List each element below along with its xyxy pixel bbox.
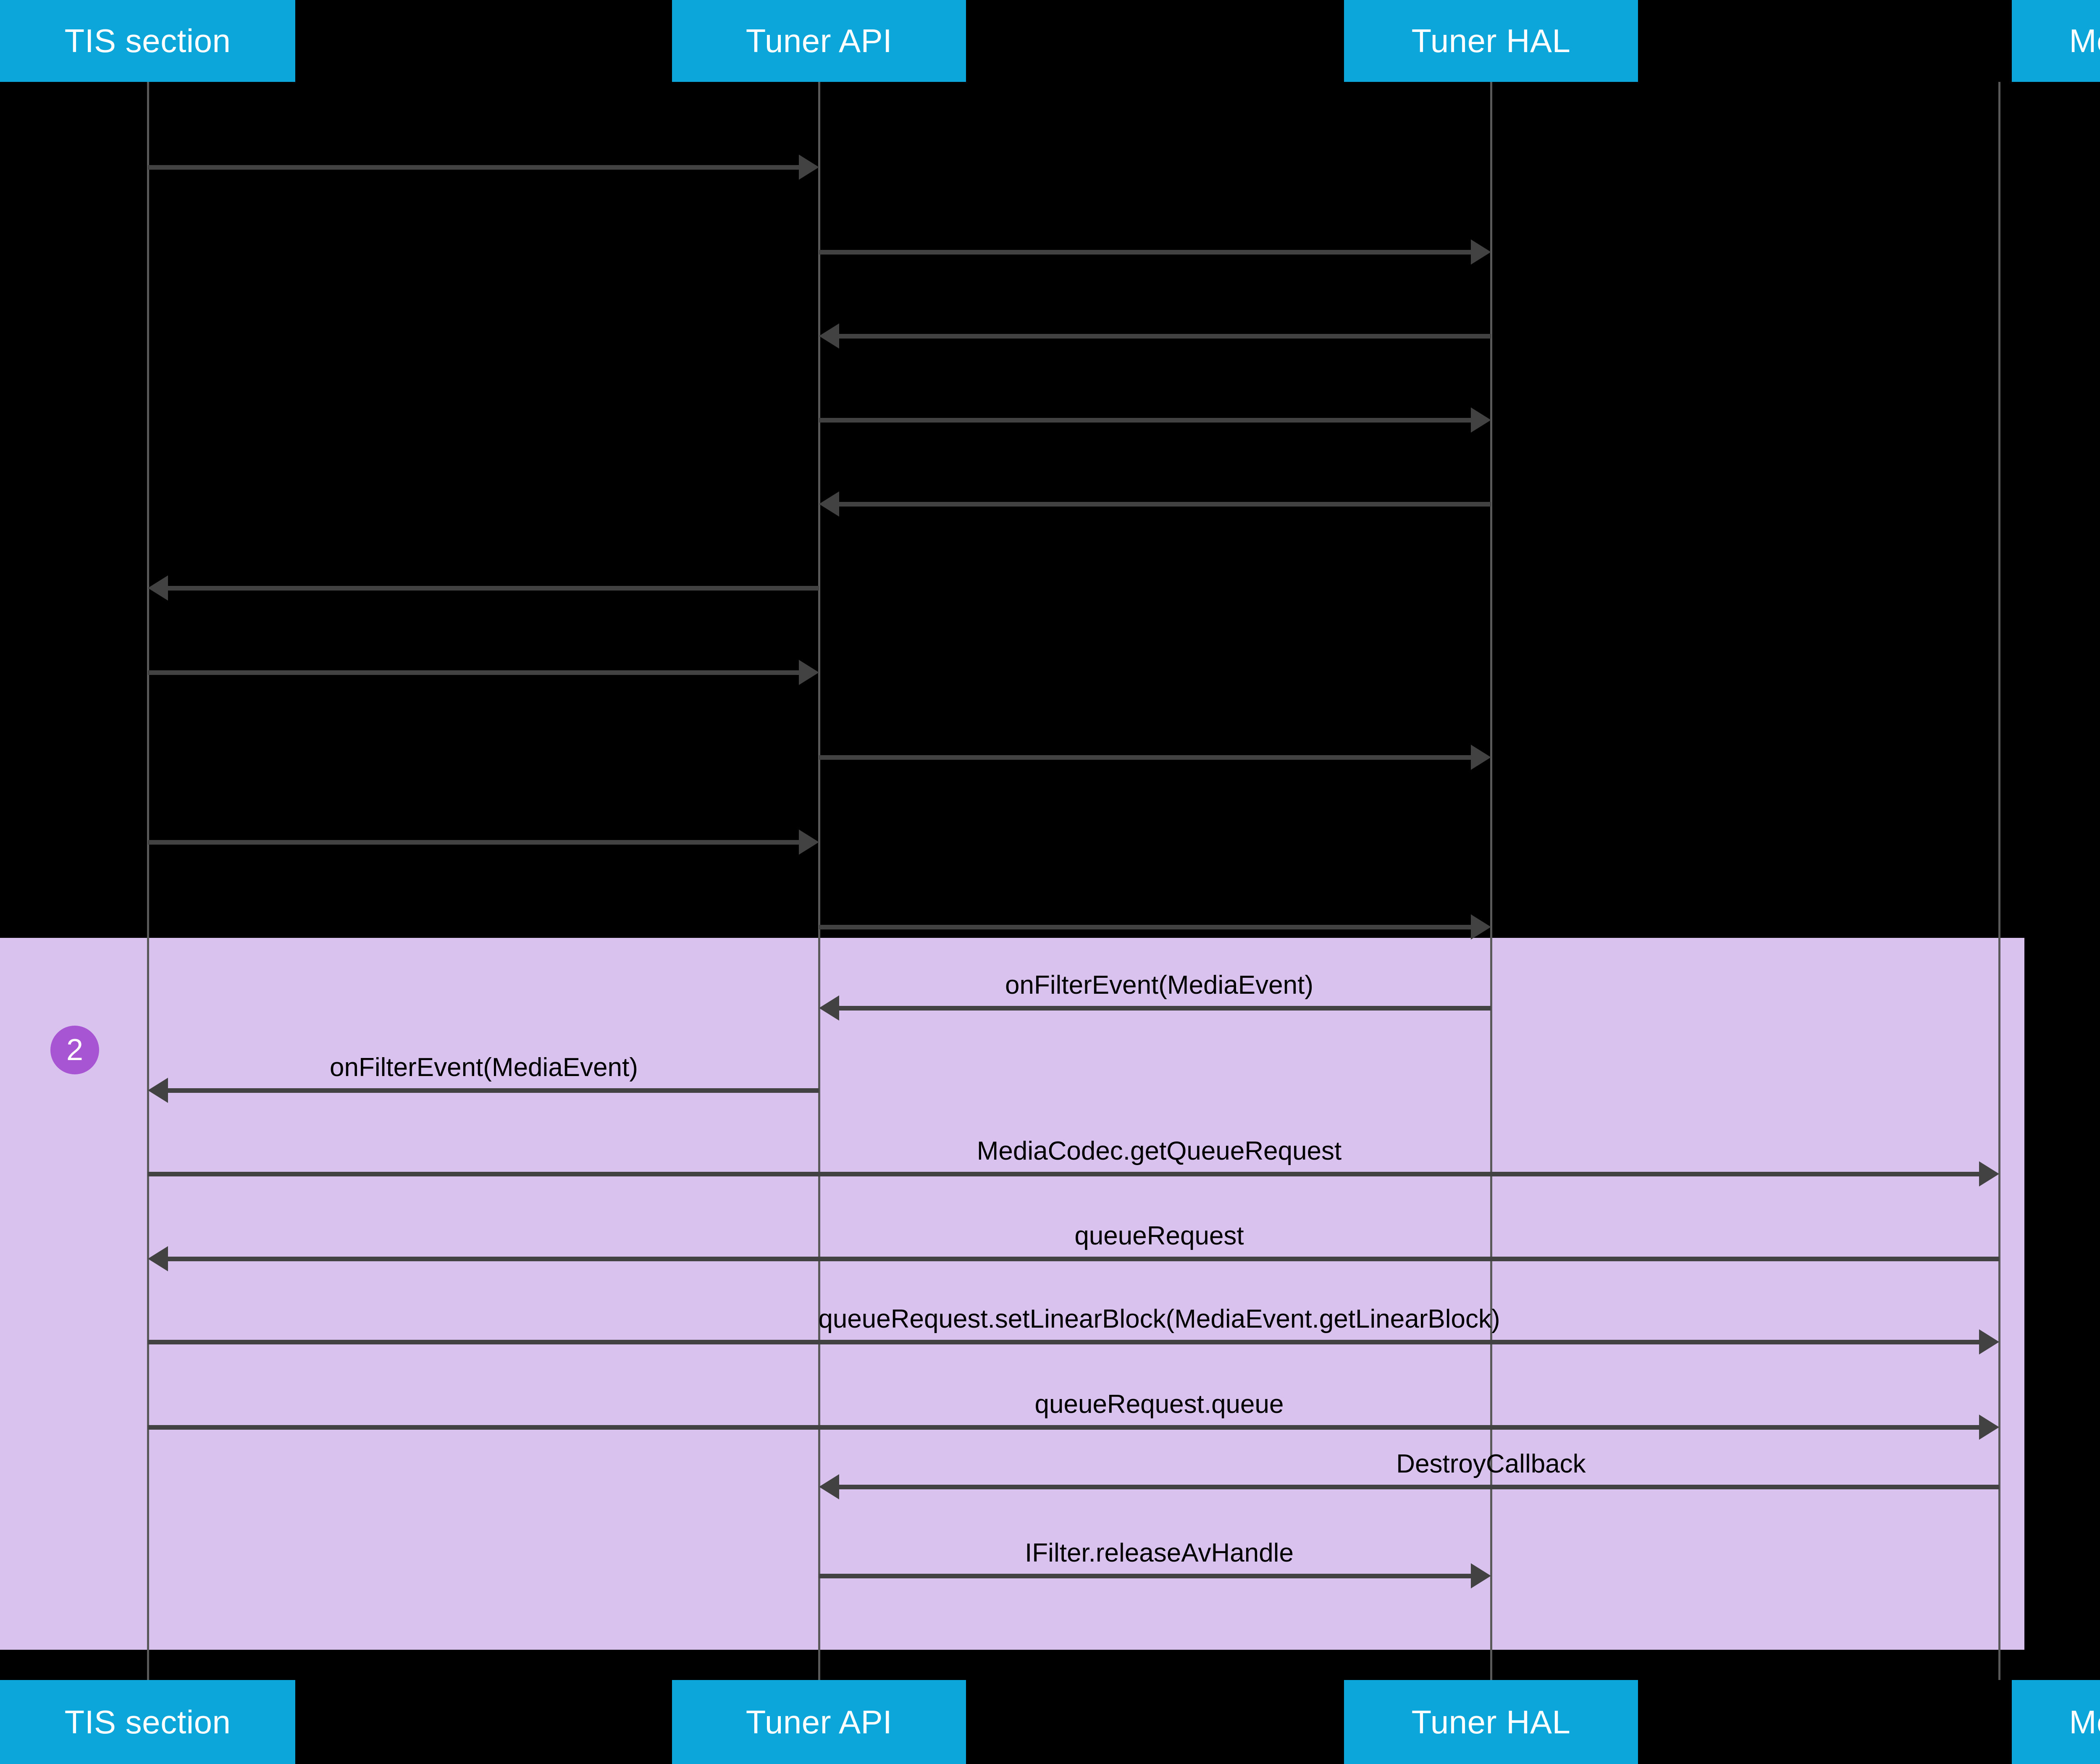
lifeline-tuner_api <box>818 82 820 1680</box>
header-actor-tuner_api[interactable]: Tuner API <box>672 0 966 82</box>
step-number-badge: 2 <box>50 1026 99 1074</box>
arrowhead-left-2 <box>819 323 839 349</box>
arrowhead-right-7 <box>1471 745 1491 770</box>
message-label-12: MediaCodec.getQueueRequest <box>976 1137 1342 1166</box>
arrowhead-left-13 <box>148 1246 168 1271</box>
message-line-2 <box>837 333 1491 339</box>
message-line-3 <box>819 417 1473 423</box>
highlight-band-step-2 <box>0 938 2024 1650</box>
message-label-16: DestroyCallback <box>1396 1449 1586 1478</box>
arrowhead-left-16 <box>819 1474 839 1499</box>
arrowhead-right-15 <box>1979 1415 1999 1440</box>
message-line-4 <box>837 501 1491 507</box>
message-line-9 <box>819 924 1473 929</box>
arrowhead-left-4 <box>819 491 839 517</box>
arrowhead-right-8 <box>799 830 819 855</box>
message-line-14 <box>148 1339 1982 1344</box>
arrowhead-right-12 <box>1979 1161 1999 1186</box>
header-actor-mediacodec[interactable]: MediaCodec <box>2012 0 2100 82</box>
lifeline-tis <box>147 82 149 1680</box>
arrowhead-right-9 <box>1471 914 1491 940</box>
arrowhead-right-3 <box>1471 407 1491 433</box>
lifeline-tuner_hal <box>1490 82 1492 1680</box>
message-label-13: queueRequest <box>1074 1221 1244 1250</box>
footer-actor-tis[interactable]: TIS section <box>0 1680 295 1764</box>
header-actor-tis[interactable]: TIS section <box>0 0 295 82</box>
message-label-15: queueRequest.queue <box>1034 1390 1284 1419</box>
header-actor-tuner_hal[interactable]: Tuner HAL <box>1344 0 1638 82</box>
footer-actor-mediacodec[interactable]: MediaCodec <box>2012 1680 2100 1764</box>
footer-actor-tuner_api[interactable]: Tuner API <box>672 1680 966 1764</box>
message-line-16 <box>837 1484 1999 1489</box>
step-number-label: 2 <box>66 1033 84 1067</box>
arrowhead-left-10 <box>819 995 839 1021</box>
message-line-8 <box>148 840 801 845</box>
arrowhead-right-17 <box>1471 1563 1491 1588</box>
message-line-6 <box>148 670 801 675</box>
message-line-12 <box>148 1171 1982 1176</box>
arrowhead-right-14 <box>1979 1329 1999 1354</box>
message-line-13 <box>165 1256 1999 1261</box>
arrowhead-right-6 <box>799 660 819 685</box>
message-label-17: IFilter.releaseAvHandle <box>1025 1538 1294 1567</box>
message-line-0 <box>148 165 801 170</box>
message-line-17 <box>819 1573 1473 1578</box>
message-label-14: queueRequest.setLinearBlock(MediaEvent.g… <box>818 1305 1500 1334</box>
arrowhead-left-5 <box>148 575 168 601</box>
message-line-11 <box>165 1088 819 1093</box>
lifeline-mediacodec <box>1998 82 2000 1680</box>
message-line-10 <box>837 1005 1491 1011</box>
message-line-5 <box>165 585 819 591</box>
footer-actor-tuner_hal[interactable]: Tuner HAL <box>1344 1680 1638 1764</box>
arrowhead-right-1 <box>1471 239 1491 265</box>
message-line-7 <box>819 755 1473 760</box>
message-label-11: onFilterEvent(MediaEvent) <box>330 1053 638 1082</box>
message-line-1 <box>819 249 1473 255</box>
arrowhead-left-11 <box>148 1078 168 1103</box>
message-line-15 <box>148 1425 1982 1430</box>
message-label-10: onFilterEvent(MediaEvent) <box>1005 971 1313 1000</box>
arrowhead-right-0 <box>799 155 819 180</box>
